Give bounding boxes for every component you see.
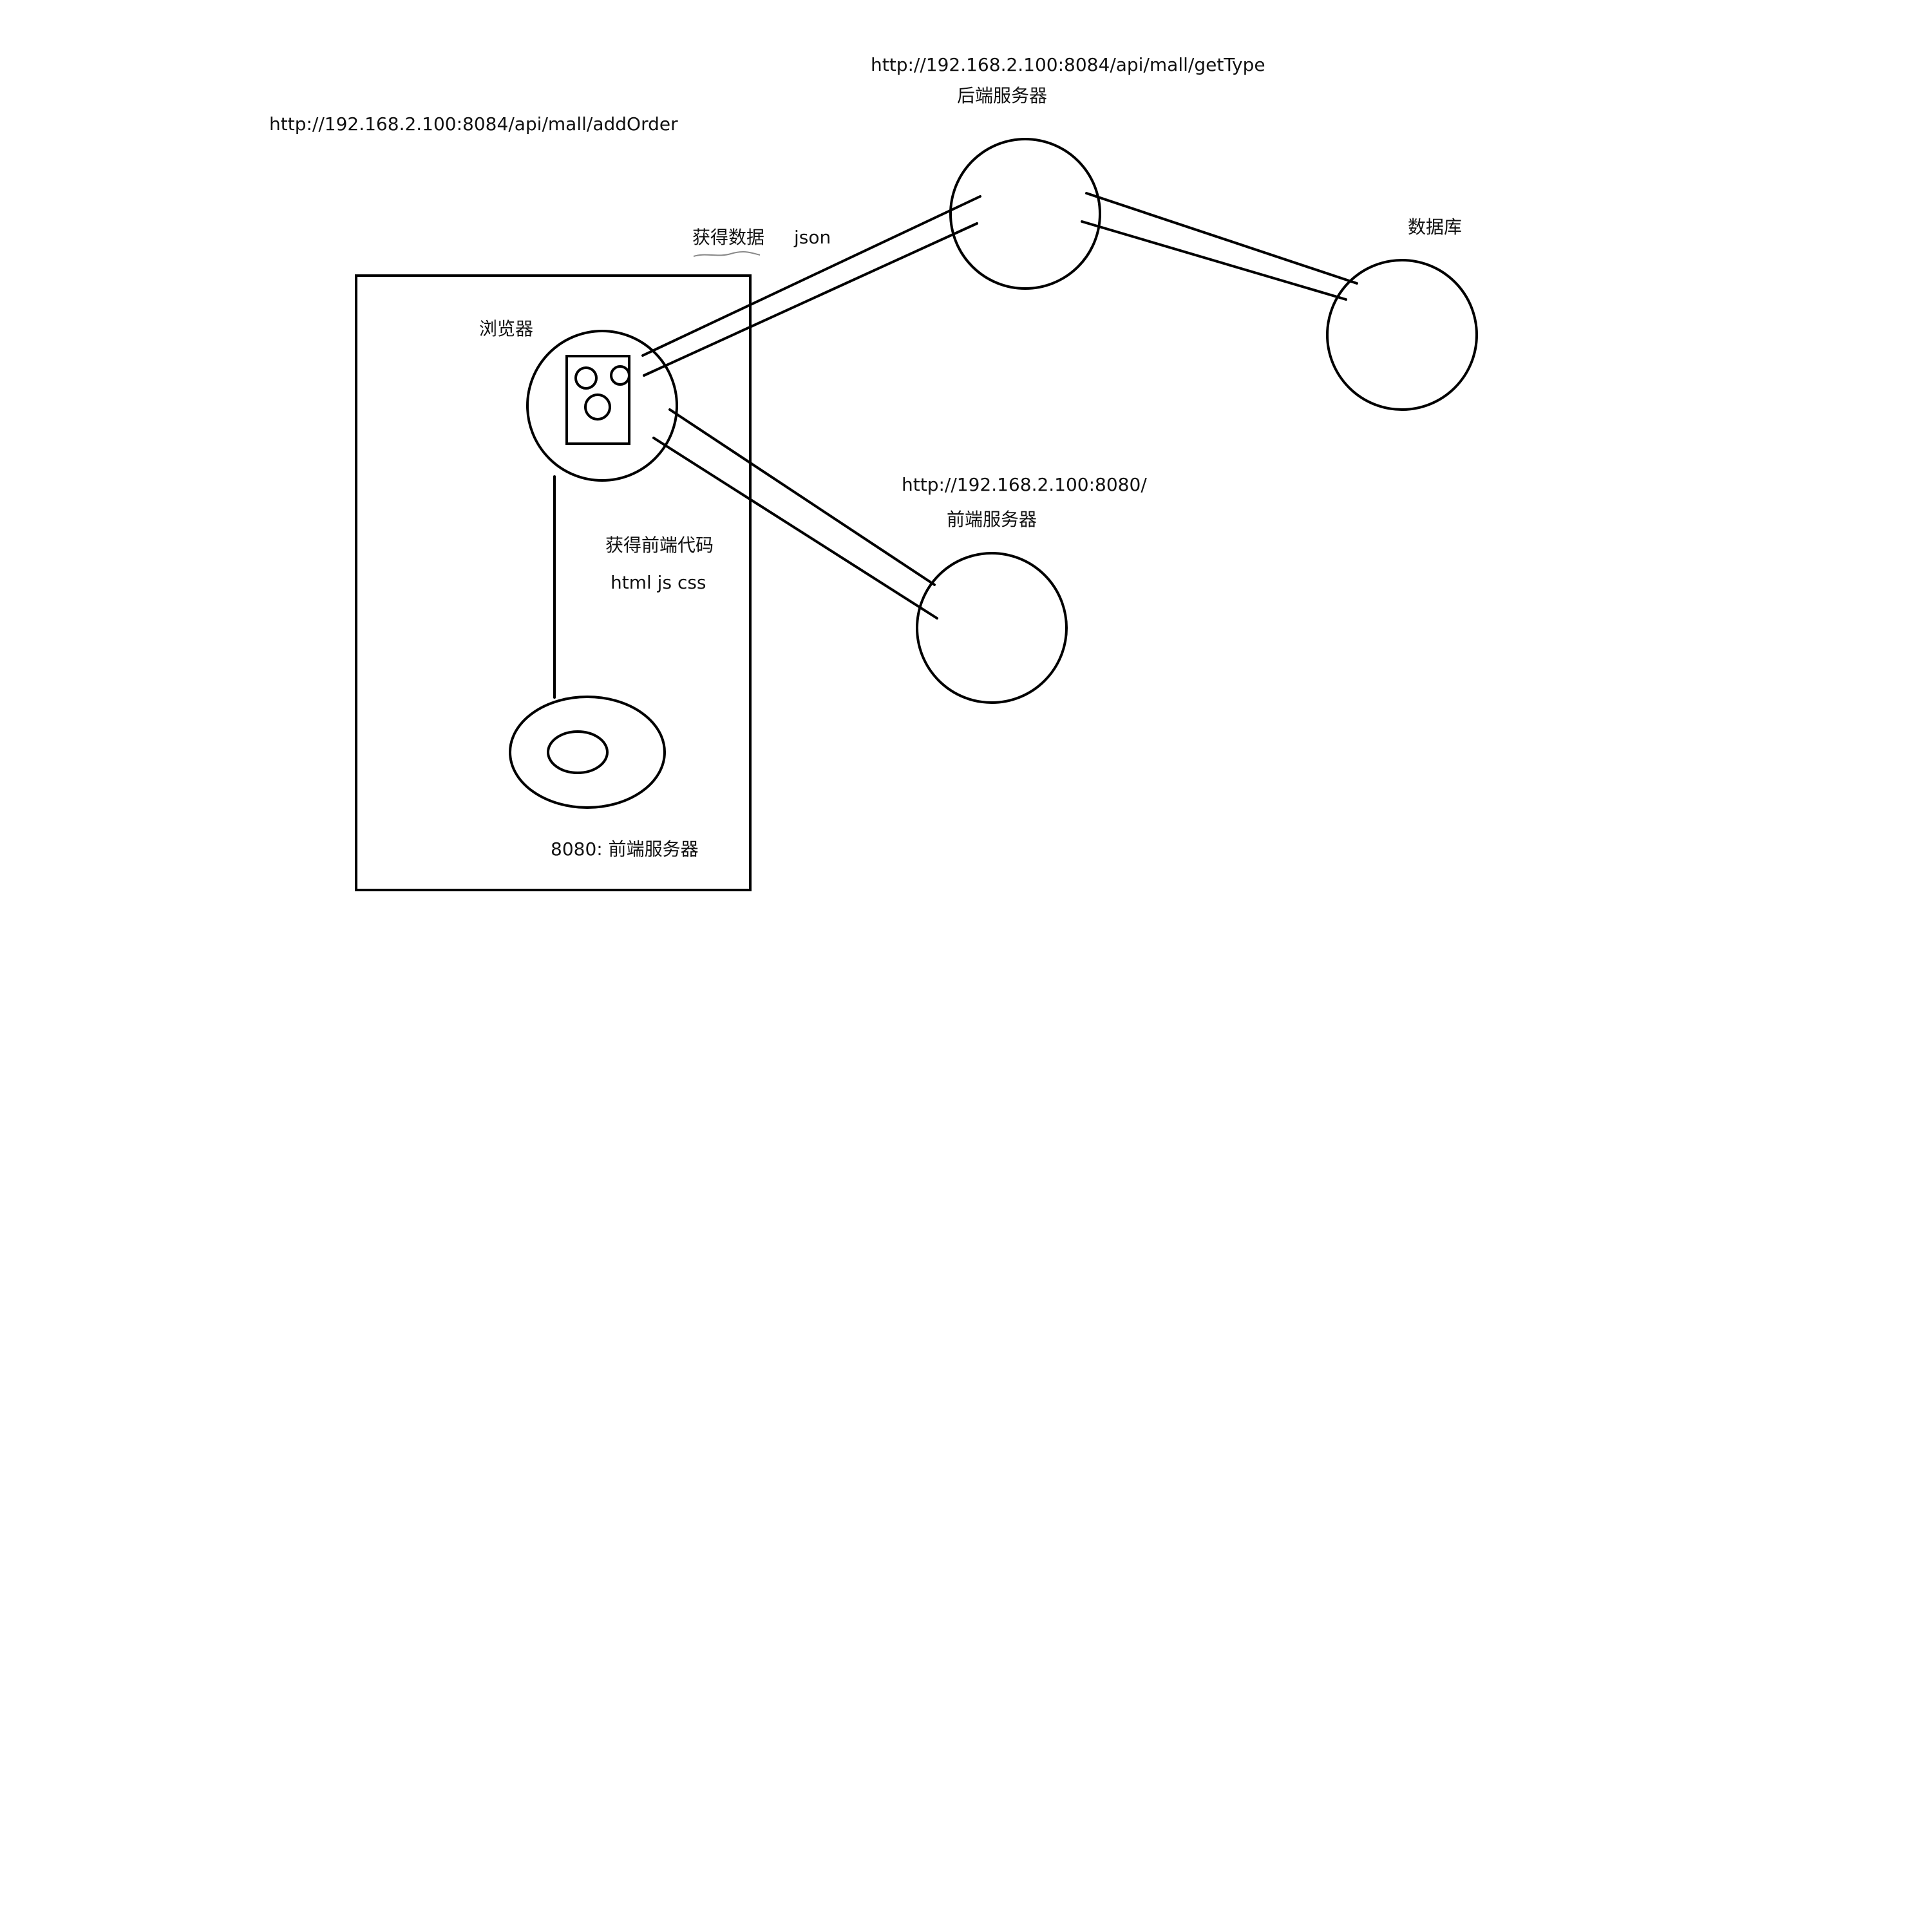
url-add-order-label: http://192.168.2.100:8084/api/mall/addOr…	[269, 113, 678, 135]
frontend-host-box	[355, 274, 752, 891]
backend-server-label: 后端服务器	[957, 85, 1048, 106]
browser-frontend-line-1	[668, 408, 936, 586]
html-js-css-label: html js css	[611, 572, 706, 593]
local-frontend-server-node	[509, 696, 666, 809]
port-frontend-server-label: 8080: 前端服务器	[551, 838, 699, 860]
frontend-server-label: 前端服务器	[947, 509, 1037, 530]
get-data-underline	[693, 251, 761, 257]
local-frontend-server-inner	[547, 730, 609, 774]
database-node	[1326, 259, 1478, 411]
url-frontend-label: http://192.168.2.100:8080/	[902, 474, 1147, 495]
browser-icon-dot-2	[610, 365, 630, 386]
backend-database-line-1	[1085, 192, 1358, 285]
url-get-type-label: http://192.168.2.100:8084/api/mall/getTy…	[871, 54, 1265, 75]
browser-label: 浏览器	[479, 318, 534, 339]
remote-frontend-server-node	[916, 552, 1068, 704]
json-label: json	[794, 227, 831, 248]
browser-backend-line-1	[641, 195, 981, 357]
browser-window-icon	[565, 355, 630, 445]
browser-icon-dot-1	[574, 366, 598, 390]
browser-frontend-line-2	[652, 437, 938, 620]
backend-server-node	[949, 138, 1101, 290]
browser-backend-line-2	[643, 222, 978, 377]
get-data-label: 获得数据	[692, 227, 765, 248]
database-label: 数据库	[1408, 216, 1463, 238]
get-frontend-code-label: 获得前端代码	[605, 535, 714, 556]
backend-database-line-2	[1081, 220, 1347, 301]
browser-icon-dot-3	[584, 393, 611, 421]
browser-node	[526, 330, 678, 482]
